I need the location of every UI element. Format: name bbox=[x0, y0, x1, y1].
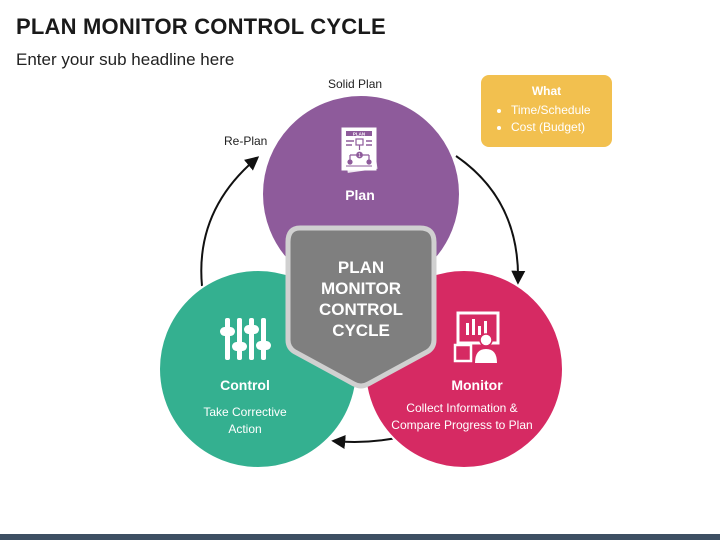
info-box-item: Cost (Budget) bbox=[511, 119, 612, 136]
center-line-2: MONITOR bbox=[321, 279, 401, 298]
page-subtitle: Enter your sub headline here bbox=[16, 50, 235, 69]
re-plan-label: Re-Plan bbox=[224, 134, 268, 148]
footer-bar bbox=[0, 534, 720, 540]
info-box-heading: What bbox=[531, 84, 562, 98]
arrow-plan-to-monitor bbox=[455, 155, 526, 285]
what-info-box: What Time/Schedule Cost (Budget) bbox=[481, 75, 612, 147]
arrow-control-to-plan bbox=[200, 156, 260, 287]
center-line-1: PLAN bbox=[338, 258, 384, 277]
center-pentagon bbox=[285, 225, 437, 389]
monitor-presentation-icon bbox=[453, 311, 500, 363]
solid-plan-label: Solid Plan bbox=[328, 77, 383, 91]
plan-circle-title: Plan bbox=[345, 187, 375, 203]
monitor-circle-title: Monitor bbox=[451, 377, 503, 393]
control-circle-title: Control bbox=[220, 377, 270, 393]
monitor-desc-line-2: Compare Progress to Plan bbox=[391, 418, 532, 432]
plan-document-icon: PLAN 1 bbox=[341, 127, 378, 173]
center-line-4: CYCLE bbox=[332, 321, 390, 340]
monitor-desc-line-1: Collect Information & bbox=[406, 401, 517, 415]
info-box-list: Time/Schedule Cost (Budget) bbox=[481, 102, 612, 136]
sliders-icon bbox=[220, 318, 271, 360]
info-box-item: Time/Schedule bbox=[511, 102, 612, 119]
control-desc-line-2: Action bbox=[228, 422, 261, 436]
plan-icon-text: PLAN bbox=[353, 132, 365, 137]
center-line-3: CONTROL bbox=[319, 300, 403, 319]
plan-icon-number: 1 bbox=[358, 153, 361, 159]
page-title: PLAN MONITOR CONTROL CYCLE bbox=[16, 14, 386, 39]
control-desc-line-1: Take Corrective bbox=[203, 405, 287, 419]
